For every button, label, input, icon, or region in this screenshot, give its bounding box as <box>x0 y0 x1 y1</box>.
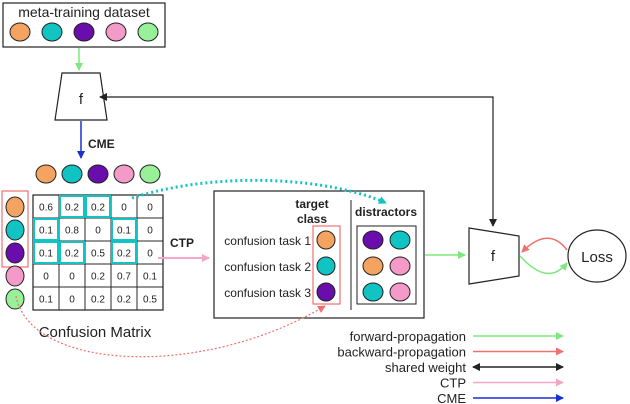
matrix-column-circle <box>35 164 57 184</box>
dataset-class-circle <box>105 22 127 42</box>
target-class-label-line2: class <box>297 212 327 226</box>
matrix-cell-value: 0.1 <box>39 226 53 237</box>
confusion-matrix-grid: 0.6 0.2 0.2 0 0 0.1 0.8 0 0.1 0 0.1 0.2 0.5 0.2 0 0 0 0.2… <box>32 194 164 311</box>
distractor-circle <box>362 256 384 276</box>
matrix-cell-value: 0.7 <box>117 272 131 283</box>
matrix-highlight-cell <box>59 195 85 218</box>
matrix-title: Confusion Matrix <box>39 324 152 341</box>
matrix-cell-value: 0.1 <box>39 249 53 260</box>
task-rows: confusion task 1 confusion task 2 confusio… <box>224 230 411 302</box>
matrix-column-circle <box>87 164 109 184</box>
dataset-class-circle <box>137 22 159 42</box>
matrix-column-circle <box>113 164 135 184</box>
matrix-highlight-cell <box>33 241 59 264</box>
arrow-encoder-to-loss <box>519 255 568 275</box>
confusion-task-label: confusion task 3 <box>224 286 311 300</box>
matrix-column-circle <box>139 164 161 184</box>
confusion-tasks-box: target class distractors confusion task … <box>213 190 425 319</box>
matrix-row-circle <box>5 242 25 264</box>
matrix-cell-value: 0.1 <box>117 226 131 237</box>
encoder-right: f <box>468 227 520 285</box>
encoder-top: f <box>54 72 108 121</box>
matrix-highlight-cell <box>33 218 59 241</box>
matrix-highlight-cell <box>59 241 85 264</box>
matrix-highlight-cell <box>111 241 137 264</box>
matrix-cell <box>136 286 164 311</box>
matrix-cell-value: 0.2 <box>91 203 105 214</box>
matrix-row-circle <box>5 288 25 310</box>
confusion-task-label: confusion task 1 <box>224 234 311 248</box>
arrow-matrix-to-target <box>15 295 326 358</box>
matrix-cell-value: 0 <box>121 203 127 214</box>
matrix-cell-value: 0.2 <box>117 295 131 306</box>
matrix-cell-value: 0 <box>147 203 153 214</box>
encoder-top-label: f <box>79 91 84 108</box>
dataset-class-circle <box>9 22 31 42</box>
matrix-row-circle <box>5 196 25 218</box>
matrix-cell-value: 0 <box>95 226 101 237</box>
dataset-class-circle <box>73 22 95 42</box>
matrix-cell-value: 0.1 <box>39 295 53 306</box>
matrix-row-circles <box>5 196 25 310</box>
matrix-cell-value: 0 <box>43 272 49 283</box>
matrix-cell-value: 0.2 <box>117 249 131 260</box>
matrix-cell-value: 0.2 <box>65 203 79 214</box>
distractor-circle <box>362 282 384 302</box>
arrow-loss-to-encoder <box>521 237 568 253</box>
encoder-right-label: f <box>491 248 496 265</box>
dataset-circles <box>9 22 159 42</box>
cme-arrow-label: CME <box>88 137 115 151</box>
legend-label: forward-propagation <box>350 329 466 344</box>
distractor-circle <box>389 256 411 276</box>
legend-label: CME <box>437 391 466 404</box>
loss-node: Loss <box>567 229 627 283</box>
matrix-cell-value: 0.6 <box>39 203 53 214</box>
matrix-row-circle-group <box>1 190 29 310</box>
matrix-cell-value: 0.2 <box>91 272 105 283</box>
loss-label: Loss <box>581 249 613 266</box>
distractor-circle <box>362 230 384 250</box>
distractor-circle <box>389 282 411 302</box>
matrix-cell-value: 0.1 <box>143 272 157 283</box>
matrix-cell-value: 0.5 <box>91 249 105 260</box>
matrix-cell-value: 0.2 <box>91 295 105 306</box>
matrix-row-circle <box>5 265 25 287</box>
ctp-arrow-label: CTP <box>170 236 194 250</box>
distractors-label: distractors <box>355 205 417 219</box>
legend-label: shared weight <box>385 360 466 375</box>
arrow-shared-weight <box>99 93 497 227</box>
target-class-circle <box>316 256 336 276</box>
distractor-circle <box>389 230 411 250</box>
target-class-label-line1: target <box>295 197 328 211</box>
dataset-title: meta-training dataset <box>18 4 150 20</box>
matrix-cell-value: 0 <box>69 272 75 283</box>
matrix-column-circles <box>35 164 161 184</box>
dataset-class-circle <box>41 22 63 42</box>
target-class-circle <box>316 230 336 250</box>
target-class-circle <box>316 282 336 302</box>
matrix-cell-value: 0.2 <box>65 249 79 260</box>
dataset-box: meta-training dataset <box>2 2 166 48</box>
confusion-task-label: confusion task 2 <box>224 260 311 274</box>
matrix-column-circle <box>61 164 83 184</box>
matrix-cell-value: 0 <box>147 249 153 260</box>
matrix-row-circle <box>5 219 25 241</box>
legend: forward-propagationbackward-propagations… <box>337 329 564 404</box>
matrix-cell-value: 0 <box>69 295 75 306</box>
matrix-cell-value: 0.5 <box>143 295 157 306</box>
legend-label: backward-propagation <box>337 345 466 360</box>
matrix-cell-value: 0 <box>147 226 153 237</box>
legend-label: CTP <box>440 376 466 391</box>
matrix-cell-value: 0.8 <box>65 226 79 237</box>
